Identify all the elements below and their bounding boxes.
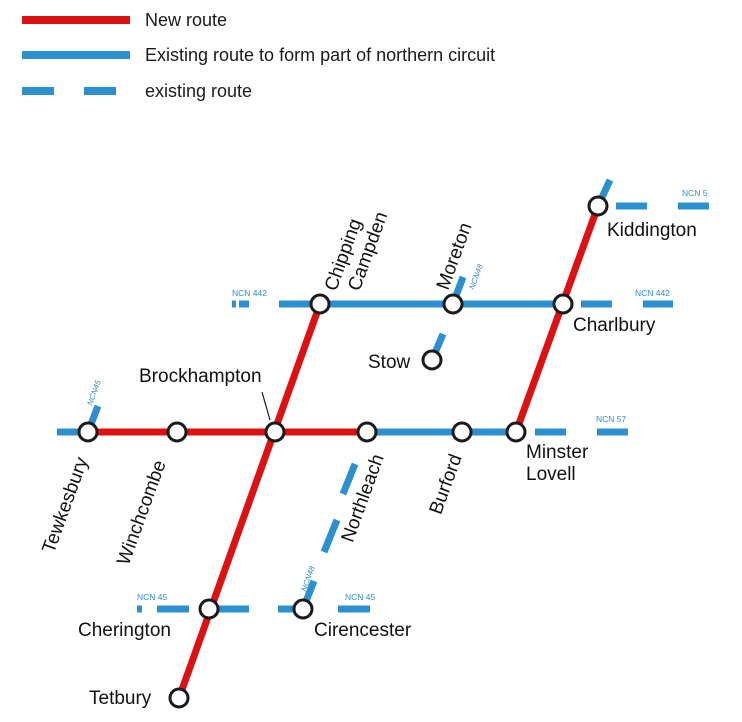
node-cirencester bbox=[292, 598, 314, 620]
northleach-dash-b bbox=[320, 518, 341, 554]
label-tetbury: Tetbury bbox=[89, 688, 152, 709]
station-labels: Kiddington Chipping Campden Moreton Char… bbox=[39, 209, 697, 709]
northleach-dash-a bbox=[339, 462, 359, 496]
label-minster-lovell-line1: Minster bbox=[526, 442, 589, 463]
ncn442-right-label: NCN 442 bbox=[635, 288, 670, 298]
east-diagonal-red-line bbox=[512, 204, 602, 434]
south-diagonal-red-line bbox=[175, 302, 324, 700]
legend-new-route-label: New route bbox=[145, 10, 227, 30]
new-routes bbox=[88, 204, 602, 700]
node-brockhampton bbox=[264, 421, 286, 443]
label-charlbury: Charlbury bbox=[573, 315, 656, 336]
ncn45-cirencester-label: NCN 45 bbox=[345, 592, 376, 602]
ncn45-cherington-label: NCN 45 bbox=[137, 592, 168, 602]
label-stow: Stow bbox=[368, 352, 411, 373]
stations bbox=[77, 195, 609, 709]
node-winchcombe bbox=[166, 421, 188, 443]
ncn-labels: NCN 5 NCN 442 NCN 442 NCN48 NCN45 NCN 57… bbox=[85, 188, 707, 602]
label-minster-lovell-line2: Lovell bbox=[526, 464, 576, 485]
legend-existing-label: existing route bbox=[145, 81, 252, 101]
label-cirencester: Cirencester bbox=[314, 620, 412, 641]
ncn57-label: NCN 57 bbox=[596, 414, 627, 424]
node-northleach bbox=[356, 421, 378, 443]
brockhampton-pointer bbox=[261, 391, 271, 421]
node-moreton bbox=[442, 293, 464, 315]
node-stow bbox=[421, 349, 443, 371]
label-northleach: Northleach bbox=[338, 452, 389, 546]
ncn48-moreton-label: NCN48 bbox=[467, 262, 485, 290]
node-tetbury bbox=[168, 687, 190, 709]
ncn5-label: NCN 5 bbox=[682, 188, 708, 198]
ncn45-tewkesbury-label: NCN45 bbox=[85, 378, 103, 406]
node-charlbury bbox=[552, 293, 574, 315]
legend-existing-northern-label: Existing route to form part of northern … bbox=[145, 45, 495, 65]
node-chipping-campden bbox=[309, 293, 331, 315]
label-brockhampton: Brockhampton bbox=[139, 366, 262, 387]
node-minster-lovell bbox=[505, 421, 527, 443]
label-burford: Burford bbox=[426, 452, 467, 518]
legend: New route Existing route to form part of… bbox=[22, 10, 495, 101]
label-winchcombe: Winchcombe bbox=[113, 458, 170, 568]
node-kiddington bbox=[587, 195, 609, 217]
label-tewkesbury: Tewkesbury bbox=[39, 454, 93, 556]
label-cherington: Cherington bbox=[78, 620, 171, 641]
node-cherington bbox=[198, 598, 220, 620]
label-kiddington: Kiddington bbox=[607, 220, 697, 241]
existing-routes bbox=[57, 178, 709, 613]
node-tewkesbury bbox=[77, 421, 99, 443]
ncn442-left-label: NCN 442 bbox=[232, 288, 267, 298]
node-burford bbox=[451, 421, 473, 443]
